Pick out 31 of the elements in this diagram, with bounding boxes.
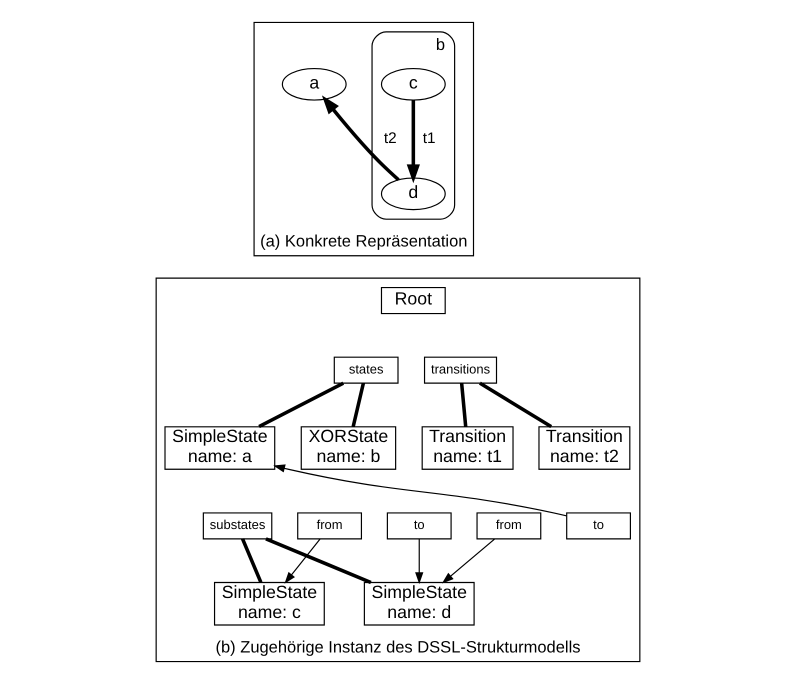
connector xyxy=(258,382,344,428)
arrow xyxy=(406,100,420,184)
connector xyxy=(240,538,262,584)
arrow xyxy=(284,538,320,584)
node-box: XORState name: b xyxy=(300,426,396,470)
node-box: SimpleState name: a xyxy=(164,426,275,470)
node-box: from xyxy=(476,512,541,540)
connector xyxy=(350,382,365,428)
node-box: transitions xyxy=(423,356,497,384)
arrow xyxy=(414,538,423,584)
node-box: substates xyxy=(202,512,272,540)
arrow xyxy=(441,538,495,584)
node-box: from xyxy=(296,512,362,540)
node-box: Transition name: t1 xyxy=(421,426,514,470)
arrow xyxy=(321,95,400,182)
node-ellipse: c xyxy=(380,68,446,101)
node-box: states xyxy=(333,356,398,384)
arrow xyxy=(272,464,566,516)
connector xyxy=(459,382,467,427)
node-ellipse: d xyxy=(380,178,446,210)
connector xyxy=(478,382,552,428)
edge-label: t1 xyxy=(422,130,436,148)
node-box: Root xyxy=(380,287,446,314)
node-box: to xyxy=(386,512,452,540)
connector xyxy=(264,537,372,584)
node-box: Transition name: t2 xyxy=(538,426,630,470)
node-box: SimpleState name: c xyxy=(213,582,324,626)
node-box: SimpleState name: d xyxy=(363,582,474,626)
node-box: to xyxy=(566,512,630,540)
node-ellipse: a xyxy=(281,68,346,101)
edge-label: t2 xyxy=(383,130,396,148)
